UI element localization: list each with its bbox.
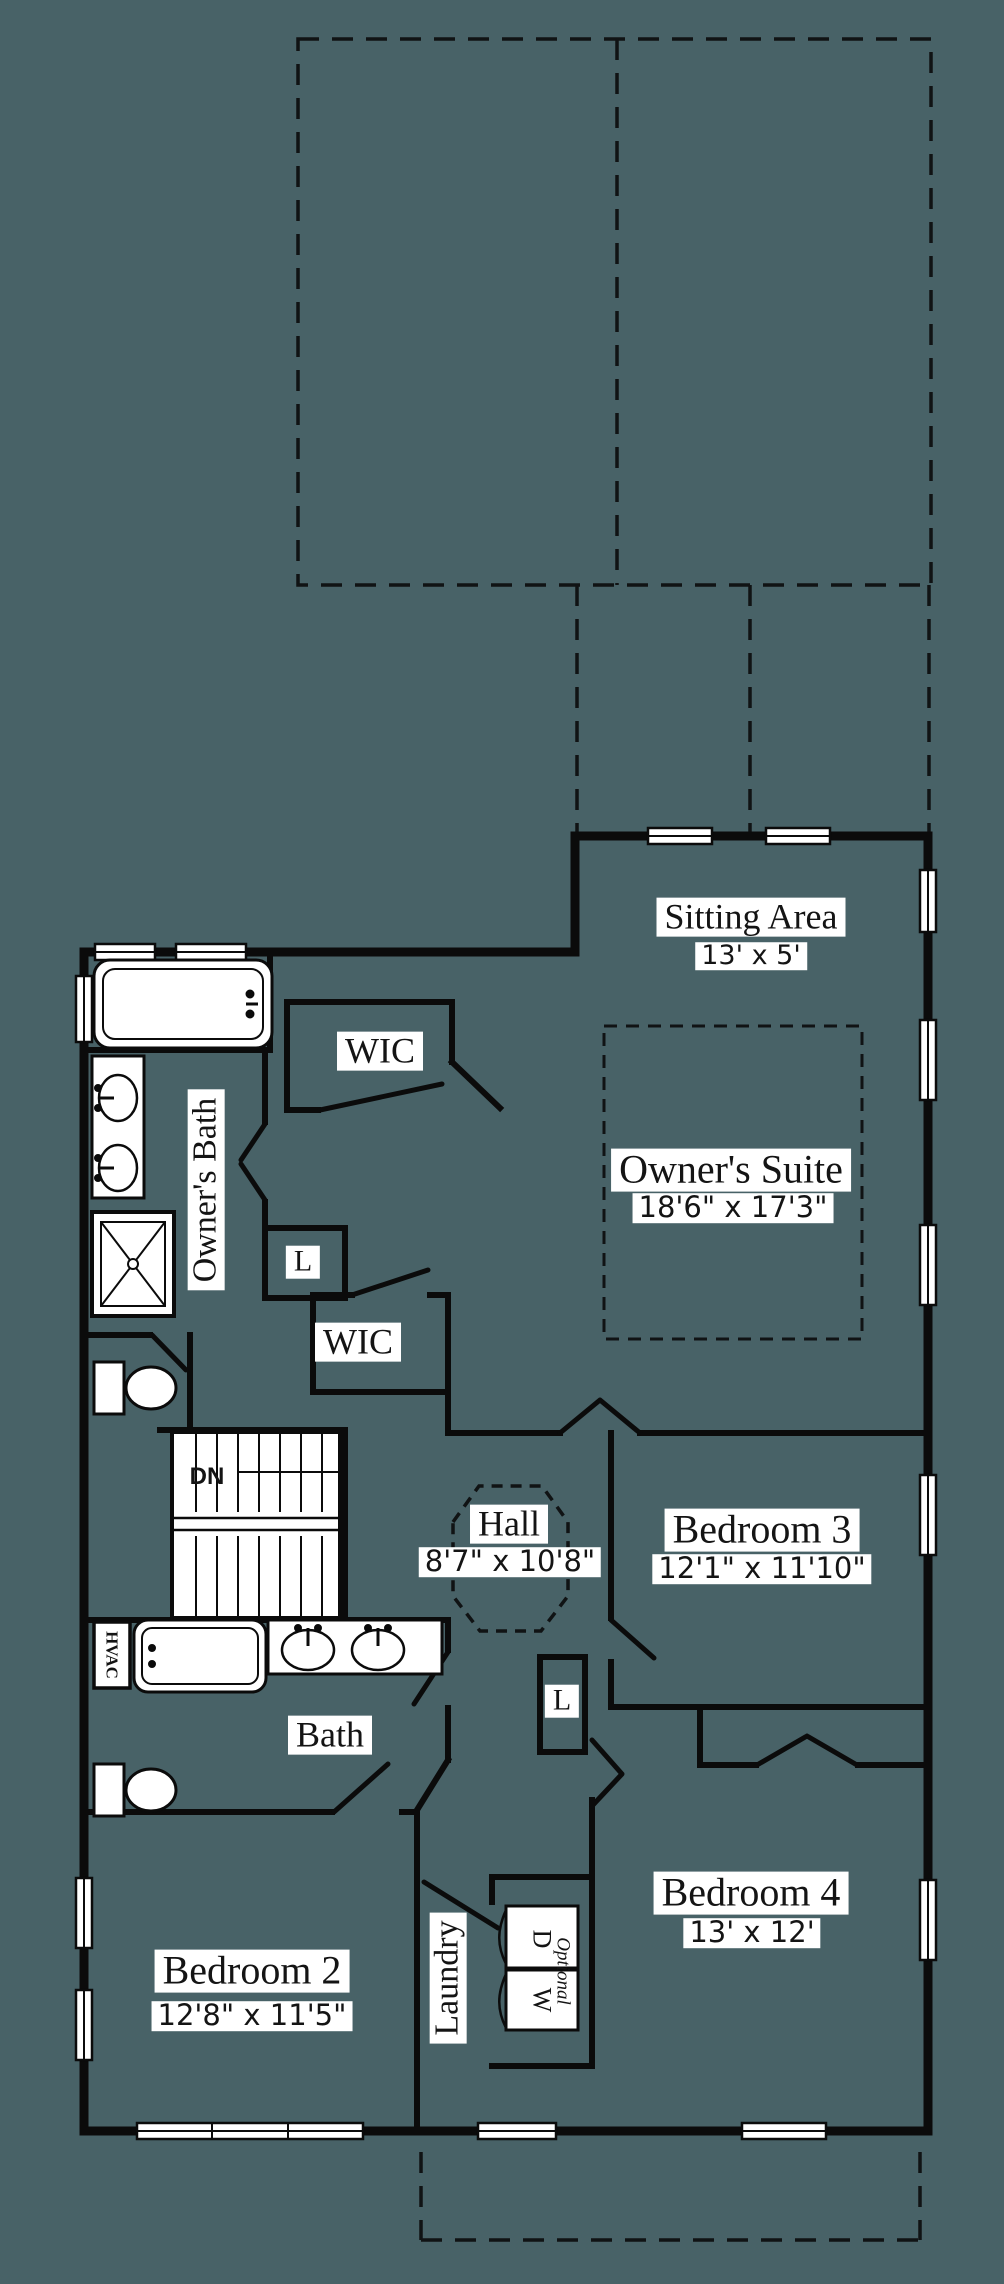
label-hall: Hall (470, 1504, 548, 1544)
hall-bath-toilet-icon (92, 1762, 178, 1818)
door-swings (149, 1081, 860, 1931)
dims-sitting-area: 13' x 5' (695, 942, 807, 970)
windows (74, 826, 938, 2141)
dryer-icon (498, 1904, 580, 1970)
label-wic-upper: WIC (337, 1031, 423, 1071)
label-owners-bath: Owner's Bath (187, 1089, 225, 1291)
label-linen-lower: L (544, 1684, 580, 1718)
washer-dryer-optional-label: Optional (552, 1937, 574, 2005)
label-sitting-area: Sitting Area (656, 897, 846, 937)
stairs-icon (170, 1430, 342, 1620)
label-bedroom-4: Bedroom 4 (653, 1871, 849, 1915)
label-bedroom-2: Bedroom 2 (154, 1949, 350, 1993)
hall-bath-tub-icon (132, 1618, 268, 1694)
dims-bedroom-4: 13' x 12' (683, 1918, 821, 1948)
label-hvac: HVAC (102, 1631, 122, 1679)
hvac-closet-icon (92, 1620, 132, 1690)
dims-hall: 8'7" x 10'8" (418, 1547, 602, 1577)
washer-icon (498, 1968, 580, 2032)
dims-owners-suite: 18'6" x 17'3" (632, 1193, 834, 1223)
hall-ceiling-octagon (451, 1484, 570, 1633)
dims-bedroom-3: 12'1" x 11'10" (652, 1554, 872, 1584)
dryer-label: D (527, 1929, 557, 1949)
owners-bath-vanity-icon (90, 1054, 146, 1200)
label-linen-upper: L (285, 1245, 321, 1279)
tray-ceiling-dashed (602, 1024, 864, 1341)
dims-bedroom-2: 12'8" x 11'5" (151, 2001, 353, 2031)
owners-wc-toilet-icon (92, 1360, 178, 1416)
shower-icon (90, 1210, 176, 1318)
label-wic-lower: WIC (315, 1322, 401, 1362)
washer-label: W (527, 1987, 557, 2013)
hall-bath-vanity-icon (266, 1618, 444, 1676)
label-bath: Bath (288, 1715, 372, 1755)
label-bedroom-3: Bedroom 3 (664, 1508, 860, 1552)
roof-outline-dashed (296, 37, 933, 2242)
owners-bath-tub-icon (92, 958, 274, 1050)
label-laundry: Laundry (429, 1912, 467, 2044)
label-owners-suite: Owner's Suite (611, 1148, 851, 1192)
stairs-dn-label: DN (189, 1462, 225, 1490)
